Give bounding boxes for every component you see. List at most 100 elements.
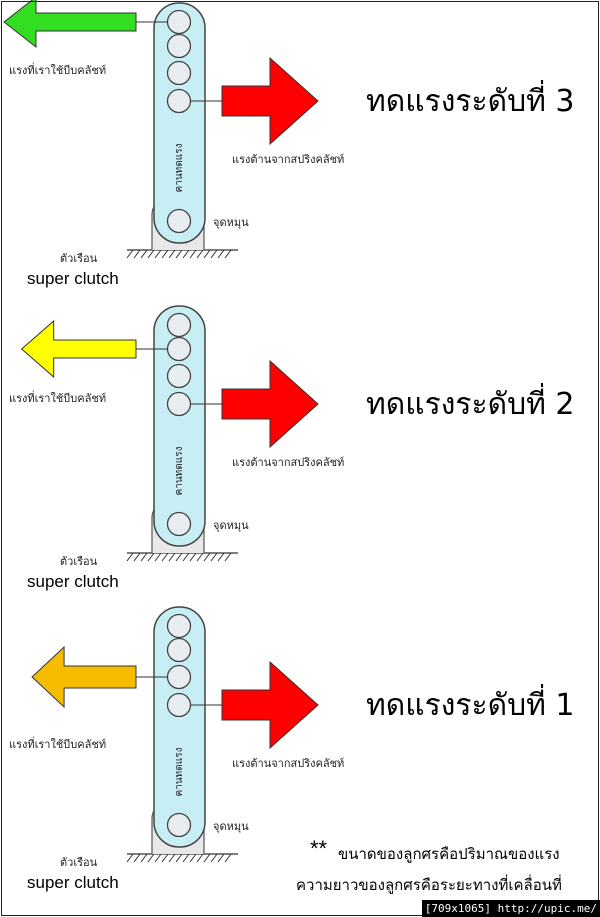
hatch-stroke (168, 249, 176, 259)
spring-force-arrow (221, 56, 319, 146)
hatch-stroke (161, 552, 169, 562)
user-force-label: แรงที่เราใช้บีบคลัชท์ (9, 62, 106, 77)
spring-force-arrow (221, 660, 319, 750)
hatch-stroke (203, 853, 211, 863)
lever-hole-3 (166, 363, 192, 389)
spring-force-label: แรงต้านจากสปริงคลัชท์ (232, 153, 344, 166)
hatch-stroke (175, 853, 183, 863)
panel-level-3: คานทดแรง แรงที่เราใช้บีบคลัชท์แรงต้านจากส… (3, 0, 575, 288)
lever-hole-4 (166, 692, 192, 718)
hatch-stroke (182, 853, 190, 863)
pivot-label: จุดหมุน (213, 216, 249, 229)
hatch-stroke (133, 249, 141, 259)
pivot-hole (166, 812, 192, 838)
lever-hole-1 (166, 613, 192, 639)
hatch-stroke (147, 853, 155, 863)
hatch-stroke (140, 853, 148, 863)
level-title: ทดแรงระดับที่ 2 (366, 383, 575, 422)
housing-label: ตัวเรือน (60, 856, 98, 869)
user-force-label: แรงที่เราใช้บีบคลัชท์ (9, 390, 106, 405)
hatch-stroke (210, 249, 218, 259)
ground-hatching (126, 853, 238, 863)
hatch-stroke (189, 853, 197, 863)
hatch-stroke (133, 853, 141, 863)
panel-level-2: คานทดแรง แรงที่เราใช้บีบคลัชท์แรงต้านจากส… (9, 305, 575, 591)
spring-force-label: แรงต้านจากสปริงคลัชท์ (232, 456, 344, 469)
brand-label: super clutch (27, 572, 119, 591)
hatch-stroke (154, 552, 162, 562)
lever-label: คานทดแรง (174, 143, 185, 192)
note-line-2: ความยาวของลูกศรคือระยะทางที่เคลื่อนที่ (296, 874, 562, 894)
hatch-stroke (154, 853, 162, 863)
lever-hole-2 (166, 336, 192, 362)
lever-hole-1 (166, 312, 192, 338)
lever-bar (153, 2, 206, 244)
lever-hole-4 (166, 88, 192, 114)
hatch-stroke (161, 853, 169, 863)
hatch-stroke (196, 249, 204, 259)
lever-hole-2 (166, 637, 192, 663)
lever-bar (153, 606, 206, 848)
pivot-hole (166, 208, 192, 234)
level-title: ทดแรงระดับที่ 3 (366, 80, 575, 119)
brand-label: super clutch (27, 873, 119, 892)
housing-label: ตัวเรือน (60, 252, 98, 265)
hatch-stroke (210, 552, 218, 562)
hatch-stroke (126, 552, 134, 562)
pivot-hole (166, 511, 192, 537)
level-title: ทดแรงระดับที่ 1 (366, 684, 575, 723)
panel-level-1: คานทดแรง แรงที่เราใช้บีบคลัชท์แรงต้านจากส… (9, 606, 575, 892)
user-force-arrow (20, 319, 137, 379)
note-line-1: ขนาดของลูกศรคือปริมาณของแรง (338, 845, 560, 863)
hatch-stroke (126, 853, 134, 863)
spring-force-arrow (221, 359, 319, 449)
hatch-stroke (147, 249, 155, 259)
hatch-stroke (224, 552, 232, 562)
hatch-stroke (196, 853, 204, 863)
ground-hatching (126, 552, 238, 562)
hatch-stroke (161, 249, 169, 259)
lever-label: คานทดแรง (174, 747, 185, 796)
lever-hole-3 (166, 60, 192, 86)
hatch-stroke (189, 552, 197, 562)
brand-label: super clutch (27, 269, 119, 288)
hatch-stroke (133, 552, 141, 562)
hatch-stroke (217, 853, 225, 863)
housing-label: ตัวเรือน (60, 555, 98, 568)
user-force-label: แรงที่เราใช้บีบคลัชท์ (9, 736, 106, 751)
hatch-stroke (203, 249, 211, 259)
hatch-stroke (168, 552, 176, 562)
lever-hole-1 (166, 9, 192, 35)
pivot-label: จุดหมุน (213, 820, 249, 833)
hatch-stroke (196, 552, 204, 562)
hatch-stroke (210, 853, 218, 863)
hatch-stroke (217, 552, 225, 562)
hatch-stroke (224, 853, 232, 863)
lever-hole-4 (166, 391, 192, 417)
hatch-stroke (175, 552, 183, 562)
hatch-stroke (203, 552, 211, 562)
hatch-stroke (224, 249, 232, 259)
note-stars: ** (310, 836, 328, 861)
lever-hole-2 (166, 33, 192, 59)
lever-bar (153, 305, 206, 547)
hatch-stroke (147, 552, 155, 562)
lever-hole-3 (166, 664, 192, 690)
user-force-arrow (31, 645, 137, 709)
hatch-stroke (182, 552, 190, 562)
spring-force-label: แรงต้านจากสปริงคลัชท์ (232, 757, 344, 770)
hatch-stroke (140, 552, 148, 562)
watermark: [709x1065] http://upic.me/ (421, 900, 600, 917)
hatch-stroke (189, 249, 197, 259)
hatch-stroke (140, 249, 148, 259)
pivot-label: จุดหมุน (213, 519, 249, 532)
user-force-arrow (3, 0, 137, 49)
lever-label: คานทดแรง (174, 446, 185, 495)
hatch-stroke (126, 249, 134, 259)
hatch-stroke (182, 249, 190, 259)
hatch-stroke (217, 249, 225, 259)
hatch-stroke (175, 249, 183, 259)
hatch-stroke (154, 249, 162, 259)
ground-hatching (126, 249, 238, 259)
